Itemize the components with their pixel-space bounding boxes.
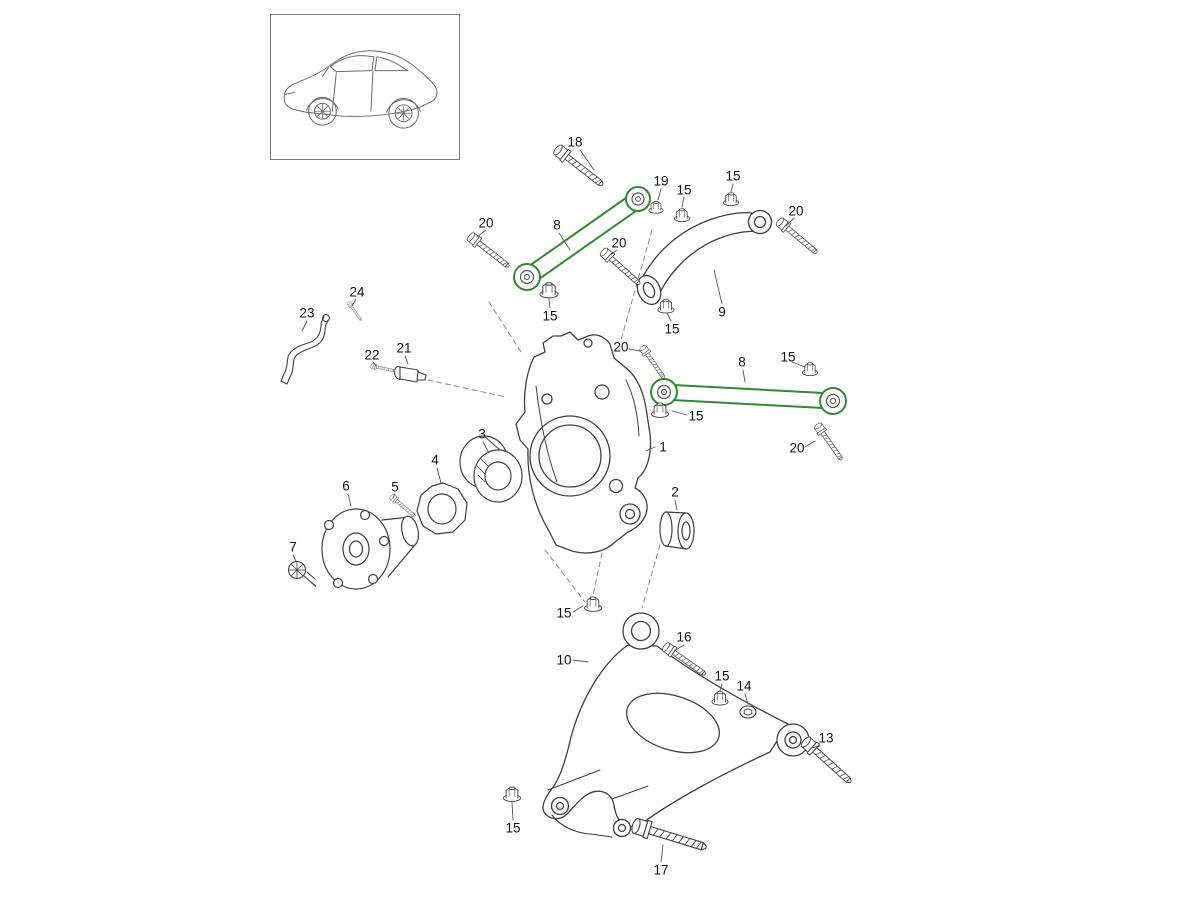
nut-part-15-a xyxy=(539,282,559,299)
nut-part-15-g xyxy=(584,596,602,612)
bolt-part-20-b xyxy=(598,245,644,289)
bolt-part-18 xyxy=(551,142,608,191)
wheel-hub-part-6 xyxy=(321,508,420,590)
bolt-part-20-e xyxy=(812,421,847,463)
bolt-part-5 xyxy=(388,493,418,520)
nut-part-15-f xyxy=(802,362,818,377)
vehicle-thumbnail xyxy=(270,14,460,160)
nut-part-15-i xyxy=(503,786,521,802)
knuckle-part-1 xyxy=(515,331,652,554)
bolt-part-17 xyxy=(629,816,710,857)
car-silhouette xyxy=(283,50,438,129)
fasteners xyxy=(346,142,856,857)
sensor-part-21 xyxy=(393,366,427,383)
bracket-part-23 xyxy=(280,314,330,385)
screw-part-7 xyxy=(287,560,317,587)
nut-part-15-b xyxy=(674,208,690,223)
bolt-part-20-d xyxy=(638,343,668,381)
nut-part-19 xyxy=(648,200,664,214)
bolt-part-24 xyxy=(346,300,364,323)
bolt-part-13 xyxy=(798,734,856,788)
dashed-guide-lines xyxy=(427,229,661,609)
bushing-part-2 xyxy=(659,511,695,550)
wheel-bearing-part-3 xyxy=(459,435,523,503)
nut-part-15-d xyxy=(657,298,675,314)
bolt-part-20-c xyxy=(774,215,821,258)
retaining-plate-part-4 xyxy=(416,482,468,535)
upper-link-part-8-highlighted xyxy=(513,186,651,291)
lower-link-part-8-highlighted xyxy=(650,378,847,415)
bolt-part-20-a xyxy=(465,230,513,272)
bolt-part-22 xyxy=(370,362,396,374)
leader-lines xyxy=(292,149,821,863)
washer-part-14 xyxy=(739,705,757,719)
upper-arm-part-9 xyxy=(636,209,773,306)
nut-part-15-c xyxy=(723,192,739,207)
